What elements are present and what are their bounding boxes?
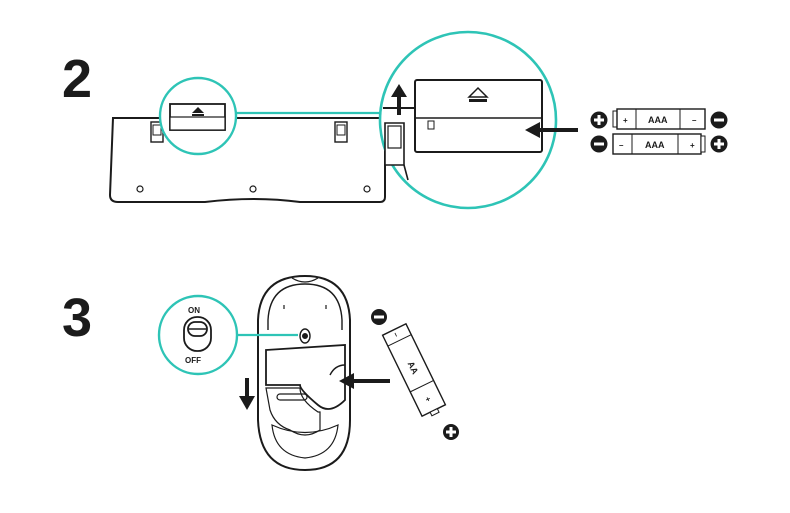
aaa-battery-1-label: AAA (648, 115, 668, 125)
aa-battery-minus: – (391, 330, 401, 338)
minus-circle-icon (371, 309, 387, 325)
keyboard-callout-small (158, 76, 238, 156)
arrow-icon (525, 122, 578, 138)
aa-battery: – AA + (371, 309, 459, 440)
step-2: 2 (62, 30, 728, 210)
keyboard-underside (108, 117, 386, 203)
plus-circle-icon (710, 135, 728, 153)
arrow-icon (239, 378, 255, 410)
aaa-battery-2: – AAA + (590, 133, 728, 155)
keyboard-callout-large (378, 30, 558, 210)
minus-circle-icon (590, 135, 608, 153)
aaa-battery-2-minus: – (619, 141, 624, 150)
aaa-battery-1-minus: – (692, 116, 697, 125)
plus-circle-icon (443, 424, 459, 440)
step-3-number: 3 (62, 288, 92, 348)
eject-icon (467, 86, 489, 102)
aaa-battery-1: + AAA – (590, 108, 728, 130)
aaa-battery-1-plus: + (623, 116, 628, 125)
plus-circle-icon (590, 111, 608, 129)
arrow-icon (339, 373, 390, 389)
aa-battery-plus: + (423, 395, 433, 403)
minus-circle-icon (710, 111, 728, 129)
aaa-battery-2-plus: + (690, 141, 695, 150)
step-2-number: 2 (62, 49, 92, 109)
aaa-battery-2-label: AAA (645, 140, 665, 150)
arrow-icon (391, 84, 407, 115)
switch-off-label: OFF (185, 356, 201, 365)
switch-on-label: ON (188, 306, 200, 315)
mouse-underside (257, 274, 351, 472)
eject-icon (192, 107, 204, 116)
power-switch-callout: ON OFF (157, 294, 298, 376)
step-3: 3 (62, 274, 459, 472)
